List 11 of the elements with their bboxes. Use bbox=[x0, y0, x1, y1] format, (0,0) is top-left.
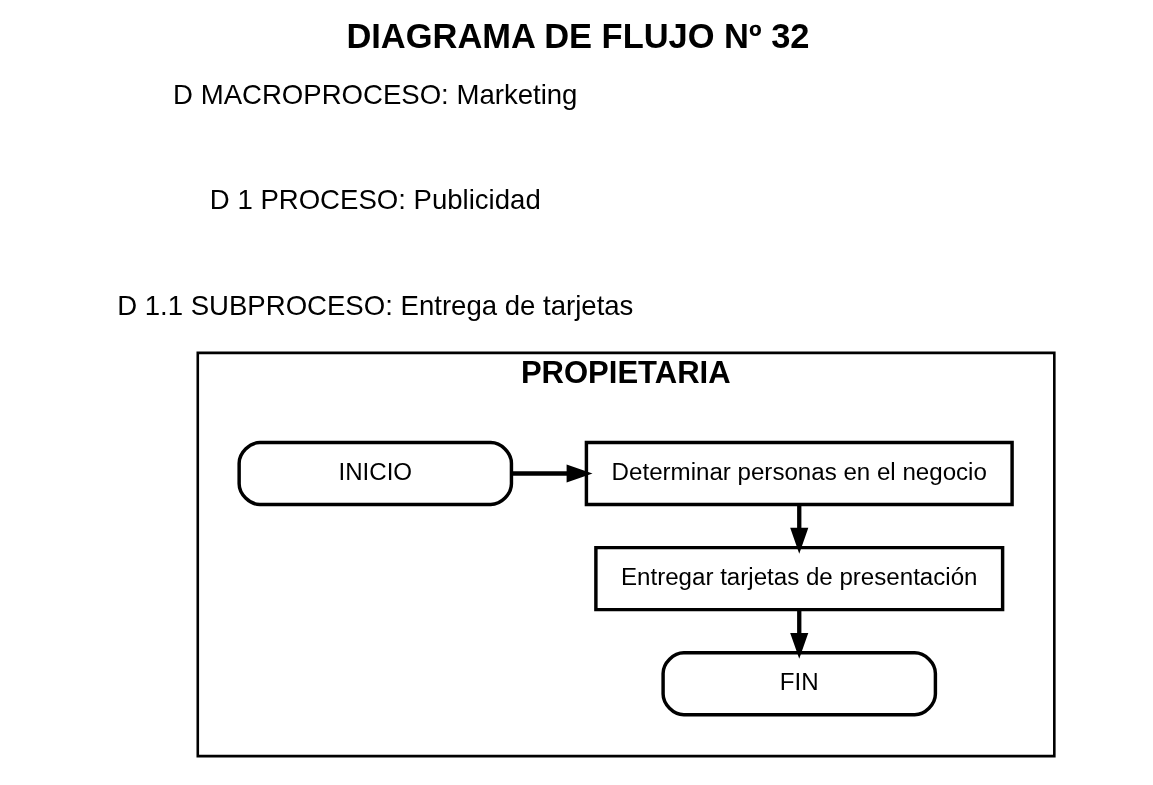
node-box: INICIO bbox=[237, 440, 514, 507]
arrow bbox=[790, 504, 809, 554]
node-box: Entregar tarjetas de presentación bbox=[594, 545, 1005, 612]
label: D MACROPROCESO: Marketing bbox=[173, 79, 578, 111]
node-box: Determinar personas en el negocio bbox=[584, 440, 1014, 507]
node-box: FIN bbox=[661, 651, 938, 717]
arrow bbox=[790, 609, 809, 659]
arrow bbox=[511, 464, 593, 483]
label: D 1 PROCESO: Publicidad bbox=[209, 184, 541, 216]
diagram-title: DIAGRAMA DE FLUJO Nº 32 bbox=[346, 16, 810, 55]
label: D 1.1 SUBPROCESO: Entrega de tarjetas bbox=[117, 289, 634, 321]
